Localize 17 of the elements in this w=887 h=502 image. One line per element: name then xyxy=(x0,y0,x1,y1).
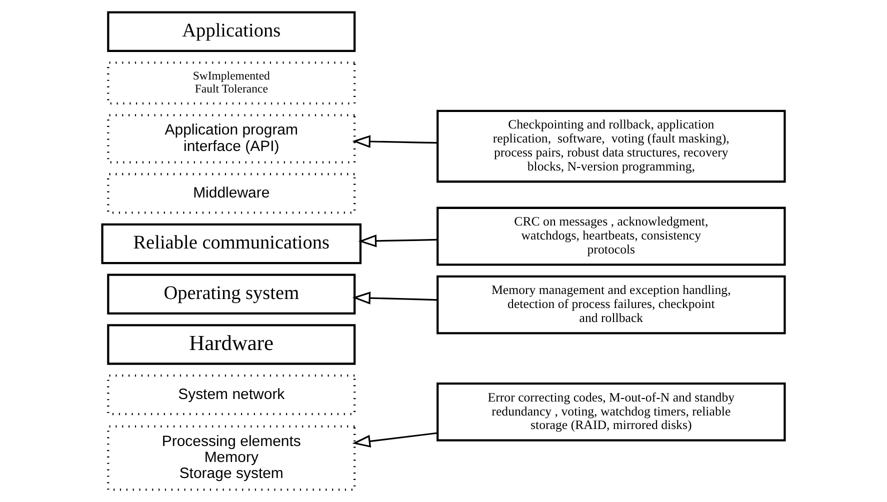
arrow xyxy=(352,135,438,148)
arrow xyxy=(352,292,438,304)
node-box: System network xyxy=(107,374,356,416)
arrow xyxy=(352,432,438,448)
node-box: Application program interface (API) xyxy=(107,114,356,164)
node-box: Reliable communications xyxy=(101,223,362,264)
node-box: SwImplemented Fault Tolerance xyxy=(107,62,356,104)
node-box: Applications xyxy=(107,11,356,52)
node-box: Checkpointing and rollback, application replication, software, voting (fault masking), process pairs, robust data structures, recovery blocks, N-version programming, xyxy=(436,110,786,183)
node-box: Hardware xyxy=(107,324,356,365)
node-box: Operating system xyxy=(107,274,356,314)
node-box: Error correcting codes, M-out-of-N and standby redundancy , voting, watchdog timers, reliable storage (RAID, mirrored disks) xyxy=(436,382,786,442)
arrow xyxy=(358,234,438,248)
node-box: CRC on messages , acknowledgment, watchdogs, heartbeats, consistency protocols xyxy=(436,206,786,266)
node-box: Memory management and exception handling, detection of process failures, checkpoint and rollback xyxy=(436,275,786,334)
node-box: Processing elements Memory Storage system xyxy=(107,425,356,491)
node-box: Middleware xyxy=(107,173,356,214)
